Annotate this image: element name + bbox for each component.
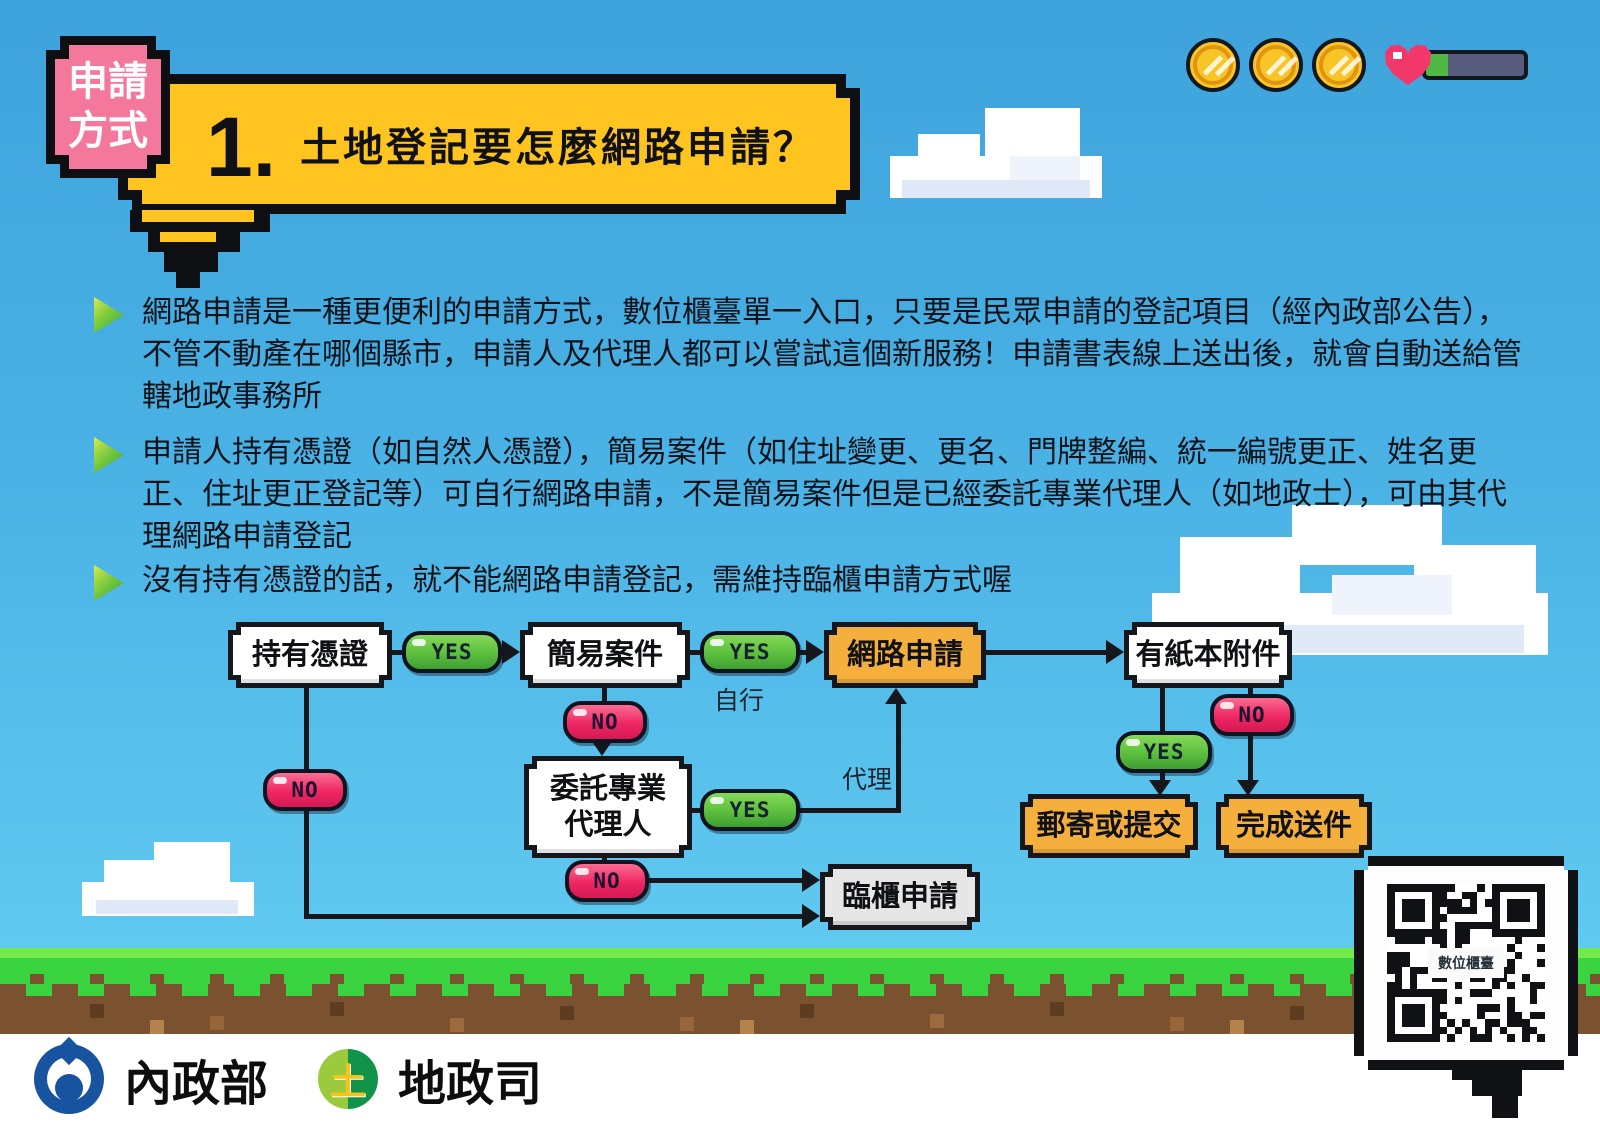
flow-node-mail-submit: 郵寄或提交	[1020, 794, 1198, 858]
qr-label: 數位櫃臺	[1431, 951, 1501, 975]
moi-logo	[34, 1036, 104, 1114]
bullet-item: 申請人持有憑證（如自然人憑證），簡易案件（如住址變更、更名、門牌整編、統一編號更…	[94, 432, 1526, 558]
arrow-down-icon	[591, 740, 613, 756]
play-arrow-icon	[94, 297, 124, 333]
qr-bubble: 數位櫃臺	[1354, 856, 1578, 1070]
pill-no: NO	[1210, 694, 1294, 736]
org-name-moi: 內政部	[124, 1056, 269, 1112]
badge-text: 方式	[68, 109, 148, 153]
label-self: 自行	[714, 687, 765, 715]
flow-node-agent: 委託專業代理人	[524, 756, 692, 858]
cloud-icon	[82, 842, 257, 930]
flow-node-paper-attachment: 有紙本附件	[1124, 622, 1292, 688]
title-banner: 1. 土地登記要怎麼網路申請？	[118, 74, 860, 214]
bullet-item: 沒有持有憑證的話，就不能網路申請登記，需維持臨櫃申請方式喔	[94, 560, 1526, 602]
qr-bubble-tail	[1452, 1064, 1522, 1080]
section-number: 1.	[206, 100, 277, 194]
flow-node-simple-case: 簡易案件	[520, 622, 690, 688]
bullet-item: 網路申請是一種更便利的申請方式，數位櫃臺單一入口，只要是民眾申請的登記項目（經內…	[94, 292, 1526, 418]
flow-node-cert: 持有憑證	[228, 622, 392, 688]
dirt-ground	[0, 974, 1600, 1034]
pill-no: NO	[563, 701, 647, 743]
bullet-text: 網路申請是一種更便利的申請方式，數位櫃臺單一入口，只要是民眾申請的登記項目（經內…	[142, 296, 1522, 413]
cloud-icon	[890, 108, 1105, 218]
flow-node-online-apply: 網路申請	[824, 622, 986, 688]
page-title: 土地登記要怎麼網路申請？	[300, 126, 817, 170]
pill-no: NO	[565, 860, 649, 902]
coin-icon	[1186, 38, 1240, 92]
arrow-right-icon	[802, 904, 820, 928]
arrow-right-icon	[1106, 640, 1124, 664]
pill-yes: YES	[402, 631, 502, 673]
heart-icon	[1384, 44, 1432, 86]
health-track	[1422, 50, 1528, 80]
bullet-text: 沒有持有憑證的話，就不能網路申請登記，需維持臨櫃申請方式喔	[142, 564, 1012, 597]
category-badge: 申請 方式	[46, 36, 170, 178]
footer: 內政部 土 地政司	[0, 1034, 1600, 1131]
pill-no: NO	[263, 769, 347, 811]
health-bar	[1384, 43, 1528, 87]
arrow-right-icon	[502, 640, 520, 664]
pill-yes: YES	[700, 789, 800, 831]
connector	[304, 914, 806, 919]
play-arrow-icon	[94, 565, 124, 601]
game-hud	[1186, 38, 1528, 92]
bullet-text: 申請人持有憑證（如自然人憑證），簡易案件（如住址變更、更名、門牌整編、統一編號更…	[142, 436, 1507, 553]
flow-node-counter-apply: 臨櫃申請	[820, 864, 980, 930]
coin-icon	[1312, 38, 1366, 92]
org-name-land: 地政司	[398, 1056, 543, 1112]
connector	[896, 704, 901, 812]
arrow-up-icon	[885, 688, 907, 704]
connector	[602, 878, 806, 883]
land-dept-logo: 土	[318, 1049, 379, 1109]
badge-text: 申請	[68, 60, 148, 105]
coin-row	[1186, 38, 1366, 92]
connector	[986, 650, 1110, 655]
flow-node-done: 完成送件	[1216, 794, 1372, 858]
label-agent: 代理	[842, 766, 893, 794]
arrow-down-icon	[1237, 780, 1259, 796]
arrow-right-icon	[802, 868, 820, 892]
pill-yes: YES	[1116, 731, 1212, 773]
arrow-down-icon	[1149, 780, 1171, 796]
play-arrow-icon	[94, 437, 124, 473]
health-fill	[1426, 54, 1448, 76]
arrow-right-icon	[806, 640, 824, 664]
coin-icon	[1249, 38, 1303, 92]
pill-yes: YES	[700, 631, 800, 673]
